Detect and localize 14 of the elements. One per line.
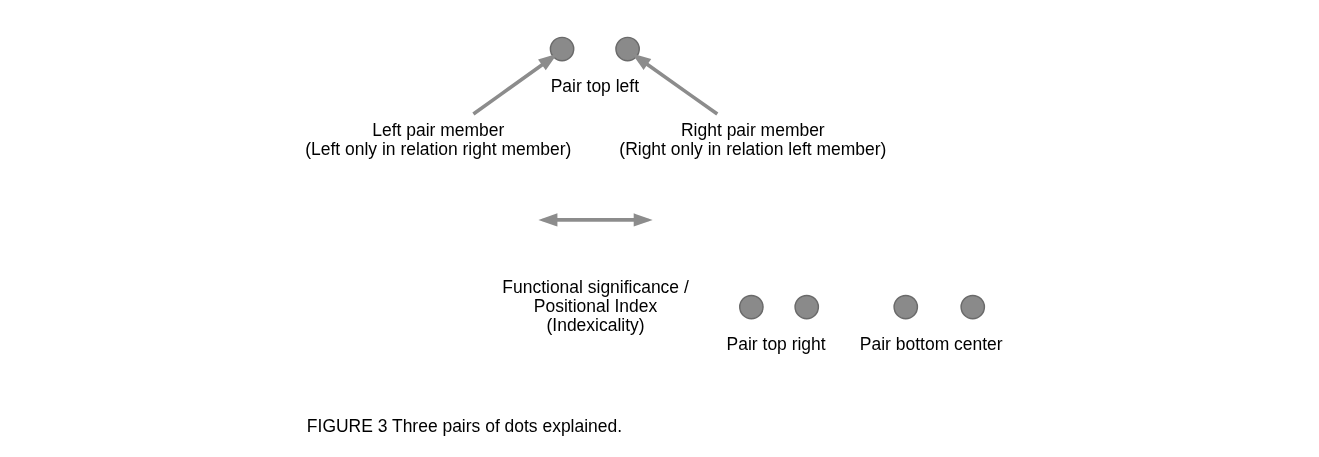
node-text: Right pair member (Right only in relation left member) — [618, 119, 886, 159]
node-circle — [892, 294, 918, 320]
label: Pair top left — [550, 76, 639, 97]
node-circle — [549, 36, 574, 62]
node-circle — [793, 294, 819, 320]
node-circle — [614, 36, 640, 62]
node-circle — [738, 294, 764, 320]
arrow — [471, 53, 557, 116]
caption: FIGURE 3 Three pairs of dots explained. — [306, 416, 622, 437]
label: Functional significance / Positional Index (Indexicality) — [501, 276, 689, 335]
label: Pair top right — [726, 334, 826, 355]
node-text: Left pair member (Left only in relation right member) — [304, 119, 571, 159]
label: Pair bottom center — [859, 334, 1003, 355]
node-circle — [959, 294, 985, 320]
